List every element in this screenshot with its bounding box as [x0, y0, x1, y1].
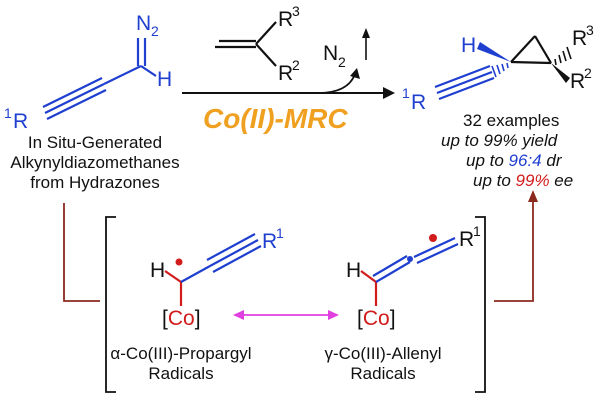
reactant-caption: In Situ-Generated Alkynyldiazomethanes f… — [10, 133, 179, 192]
alkene-r3-sup: 3 — [292, 3, 300, 19]
allenyl-co-label: [Co] — [357, 307, 396, 330]
propargyl-caption-line-1: α-Co(III)-Propargyl — [110, 344, 251, 363]
reactant-caption-line-2: Alkynyldiazomethanes — [10, 153, 179, 172]
propargylic-bond — [103, 65, 142, 85]
ring-top-right — [534, 35, 552, 64]
allenyl-double-1b — [372, 255, 408, 277]
r1-label: R — [13, 110, 28, 133]
r1-superscript: 1 — [4, 105, 12, 121]
ee-suffix: ee — [550, 171, 574, 190]
alkene-r2-sup: 2 — [292, 57, 300, 73]
n2-label: N — [323, 42, 338, 65]
catalyst-label: Co(II)-MRC — [203, 103, 348, 134]
ring-bottom — [510, 60, 552, 65]
allenyl-caption-line-1: γ-Co(III)-Allenyl — [324, 344, 441, 363]
reaction-arrow — [182, 87, 395, 99]
propargyl-r-sup: 1 — [276, 225, 284, 241]
alkyne-bond-1 — [44, 83, 105, 114]
propargyl-triple-1 — [209, 239, 259, 267]
alkyne-bond-2 — [42, 77, 103, 108]
alkene-r2-label: R — [278, 62, 293, 85]
mechanism-path-left — [63, 203, 100, 302]
gas-arrowhead — [362, 28, 370, 38]
byproduct-curved-arrow — [317, 73, 356, 94]
mechanism-path-right — [494, 200, 534, 302]
product-r3-label: R — [572, 27, 587, 50]
alkene-structure: R 3 R 2 — [215, 3, 300, 85]
product-r1-sup: 1 — [402, 85, 410, 101]
allenyl-double-1a — [375, 261, 411, 283]
diazo-n-subscript: 2 — [151, 23, 159, 39]
r3-hashed-bond — [554, 46, 572, 66]
product-alkyne-bond-3 — [438, 76, 495, 101]
allenyl-ch-bond — [360, 270, 377, 283]
reactant-caption-line-1: In Situ-Generated — [28, 133, 162, 152]
dr-suffix: dr — [542, 151, 563, 170]
byproduct-arrowhead — [350, 68, 360, 79]
alkene-r2-bond — [255, 43, 277, 67]
results-block: 32 examples up to 99% yield up to 96:4 d… — [441, 111, 573, 190]
dr-value: 96:4 — [509, 151, 542, 170]
dr-prefix: up to — [466, 151, 509, 170]
n2-byproduct: N 2 — [317, 28, 370, 94]
allenyl-radical-structure: H R 1 [Co] — [346, 223, 481, 330]
allenyl-r-label: R — [459, 228, 474, 251]
allenyl-radical-dot — [429, 234, 437, 242]
propargyl-r-label: R — [262, 230, 277, 253]
r2-wedge-bond — [551, 63, 570, 83]
c-h-bond — [140, 65, 157, 77]
resonance-arrowhead-right — [328, 310, 339, 320]
propargyl-triple-2 — [206, 233, 256, 261]
allenyl-double-2b — [416, 243, 459, 264]
allenyl-caption-line-2: Radicals — [350, 364, 415, 383]
alkene-r3-bond — [255, 21, 277, 45]
reaction-arrowhead — [383, 87, 395, 99]
ee-prefix: up to — [473, 171, 516, 190]
propargyl-caption-line-2: Radicals — [148, 364, 213, 383]
mechanism-path-arrowhead — [528, 190, 538, 202]
resonance-arrowhead-left — [233, 310, 244, 320]
alkyne-bond-3 — [46, 89, 107, 120]
propargyl-h-label: H — [150, 259, 165, 282]
product-h-label: H — [461, 34, 476, 57]
product-r1-label: R — [411, 91, 426, 114]
propargyl-radical-structure: H R 1 [Co] — [150, 225, 284, 330]
allenyl-r-sup: 1 — [473, 223, 481, 239]
allenyl-double-2a — [413, 237, 456, 258]
n2-subscript: 2 — [338, 54, 346, 70]
reactant-caption-line-3: from Hydrazones — [30, 173, 159, 192]
propargyl-radical-dot — [175, 258, 183, 266]
resonance-arrow — [233, 310, 339, 320]
product-alkyne-bond-1 — [436, 70, 493, 95]
alkyne-hashed-bond — [491, 62, 509, 78]
alkene-r3-label: R — [278, 8, 293, 31]
results-dr: up to 96:4 dr — [466, 151, 563, 170]
results-examples: 32 examples — [463, 111, 559, 130]
product-r2-sup: 2 — [584, 65, 592, 81]
allenyl-caption: γ-Co(III)-Allenyl Radicals — [324, 344, 441, 383]
diazo-n-label: N — [136, 12, 151, 35]
results-yield: up to 99% yield — [441, 131, 558, 150]
product-structure: H R 3 R 2 1 R — [402, 22, 594, 114]
propargyl-c-alkyne-bond — [180, 265, 211, 283]
h-wedge-bond — [477, 42, 511, 62]
product-r3-sup: 3 — [586, 22, 594, 38]
product-alkyne-bond-2 — [434, 64, 491, 89]
propargyl-co-label: [Co] — [162, 307, 201, 330]
reactant-structure: N 2 H 1 R — [4, 12, 172, 133]
allenyl-central-dot — [407, 256, 413, 262]
product-r2-label: R — [570, 70, 585, 93]
right-bracket — [475, 216, 486, 393]
propargyl-caption: α-Co(III)-Propargyl Radicals — [110, 344, 251, 383]
results-ee: up to 99% ee — [473, 171, 573, 190]
left-bracket — [105, 216, 116, 393]
allenyl-h-label: H — [346, 259, 361, 282]
ee-value: 99% — [516, 171, 550, 190]
ring-top-left — [510, 35, 536, 63]
propargyl-triple-3 — [212, 245, 262, 273]
h-atom: H — [157, 68, 172, 91]
propargyl-ch-bond — [164, 270, 182, 283]
